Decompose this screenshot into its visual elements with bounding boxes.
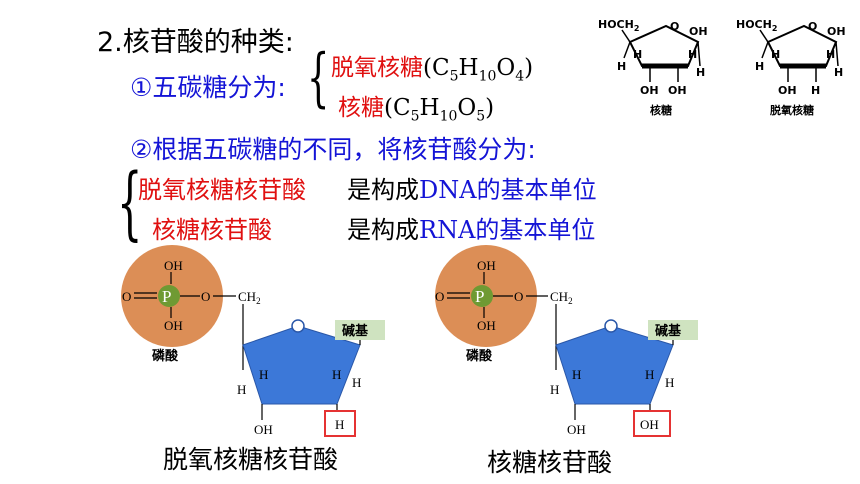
- oh-1: OH: [689, 25, 708, 38]
- h-4: H: [834, 66, 843, 79]
- right-caption: 核糖核苷酸: [487, 448, 613, 477]
- left-caption: 脱氧核糖核苷酸: [163, 445, 339, 474]
- hoch2-text: HOCH2: [598, 18, 639, 33]
- oh-3-prime: OH: [254, 422, 273, 437]
- section-heading: 2.核苷酸的种类:: [97, 27, 294, 58]
- ribose-pentagon: [555, 325, 674, 405]
- highlight-oh-box: [633, 410, 671, 437]
- sugar-classification-label: ①五碳糖分为:: [130, 73, 286, 102]
- phosphate-oh-bottom: OH: [477, 318, 496, 333]
- deoxyribose-pentagon: [242, 325, 361, 405]
- base-label: 碱基: [655, 323, 682, 339]
- ribose-name: 核糖: [338, 95, 384, 121]
- sugar-brace: {: [307, 41, 330, 115]
- ring-oxygen: O: [670, 20, 679, 33]
- h-5: H: [811, 84, 820, 97]
- deoxyribonucleotide-role: 是构成DNA的基本单位: [347, 176, 597, 204]
- h-left-inner: H: [572, 367, 581, 382]
- h-4: H: [696, 66, 705, 79]
- h-right-outer: H: [352, 375, 361, 390]
- h-right-inner: H: [645, 367, 654, 382]
- h-2: H: [771, 48, 780, 61]
- phosphate-o-bridge: O: [514, 289, 523, 304]
- phosphate-o-double: O: [435, 289, 444, 304]
- phosphate-oh-top: OH: [477, 258, 496, 273]
- h-right-outer: H: [665, 375, 674, 390]
- base-label: 碱基: [342, 323, 369, 339]
- ring-oxygen-marker: [291, 319, 305, 333]
- phosphate-o-double: O: [122, 289, 131, 304]
- phosphorus-circle: [158, 285, 180, 307]
- deoxyribonucleotide-name: 脱氧核糖核苷酸: [138, 176, 306, 204]
- ribose-structure-label: 核糖: [650, 103, 672, 117]
- ch2-label: CH2: [238, 289, 261, 306]
- phosphorus-symbol: P: [475, 287, 484, 306]
- deoxyribose-structure: HOCH2 O OH H H H H OH H 脱氧核糖: [736, 18, 846, 117]
- hoch2-text: HOCH2: [736, 18, 777, 33]
- phosphate-label: 磷酸: [152, 348, 179, 364]
- phosphate-label: 磷酸: [466, 348, 493, 364]
- nucleotide-brace: {: [117, 156, 143, 249]
- oh-1: OH: [827, 25, 846, 38]
- phosphorus-circle: [471, 285, 493, 307]
- nucleotide-classification-label: ②根据五碳糖的不同，将核苷酸分为:: [130, 135, 536, 164]
- phosphate-oh-top: OH: [164, 258, 183, 273]
- oh-2: OH: [778, 84, 797, 97]
- h-3: H: [826, 48, 835, 61]
- deoxyribose-formula: 脱氧核糖(C5H10O4): [331, 55, 534, 85]
- h-left-outer: H: [550, 382, 559, 397]
- phosphate-oh-bottom: OH: [164, 318, 183, 333]
- base-box: [335, 320, 385, 340]
- h-3: H: [688, 48, 697, 61]
- phosphate-o-bridge: O: [201, 289, 210, 304]
- h-2: H: [633, 48, 642, 61]
- ring-oxygen-marker: [604, 319, 618, 333]
- h-left-inner: H: [259, 367, 268, 382]
- ribonucleotide-role: 是构成RNA的基本单位: [347, 216, 596, 244]
- base-box: [648, 320, 698, 340]
- h-left-outer: H: [237, 382, 246, 397]
- deoxyribose-structure-label: 脱氧核糖: [770, 103, 814, 117]
- h-2-prime: H: [335, 417, 344, 432]
- ring-oxygen: O: [808, 20, 817, 33]
- h-1: H: [755, 60, 764, 73]
- phosphorus-symbol: P: [162, 287, 171, 306]
- ribonucleotide-name: 核糖核苷酸: [152, 216, 272, 244]
- oh-2: OH: [640, 84, 659, 97]
- highlight-h-box: [324, 410, 356, 437]
- oh-3-prime: OH: [567, 422, 586, 437]
- oh-3: OH: [668, 84, 687, 97]
- oh-2-prime: OH: [640, 417, 659, 432]
- ribose-structure: HOCH2 O OH H H H H OH OH 核糖: [598, 18, 708, 117]
- deoxyribose-name: 脱氧核糖: [331, 55, 423, 81]
- h-1: H: [617, 60, 626, 73]
- ch2-label: CH2: [550, 289, 573, 306]
- ribose-formula: 核糖(C5H10O5): [338, 95, 495, 125]
- h-right-inner: H: [332, 367, 341, 382]
